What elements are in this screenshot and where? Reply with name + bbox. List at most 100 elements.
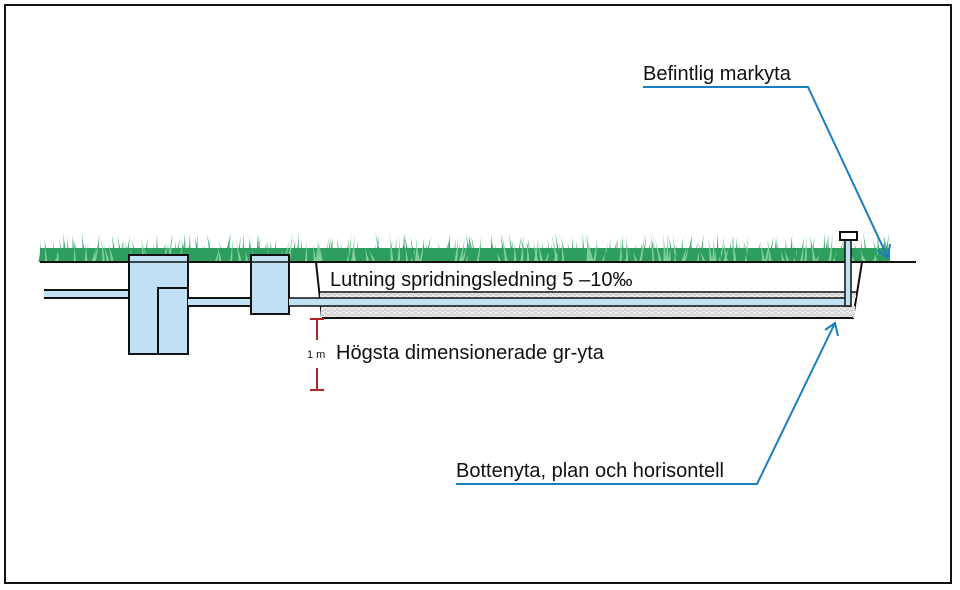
grass-blade xyxy=(331,246,339,262)
grass-blade xyxy=(532,238,539,262)
bottom-label: Bottenyta, plan och horisontell xyxy=(456,460,724,482)
grass-blade xyxy=(368,249,376,262)
grass-blade xyxy=(515,236,521,262)
grass-blade xyxy=(364,247,370,262)
grass-blade xyxy=(773,237,777,262)
slope-label: Lutning spridningsledning 5 –10‰ xyxy=(330,269,632,291)
grass-blade xyxy=(421,238,425,262)
grass-blade xyxy=(816,247,823,262)
grass-blade xyxy=(560,236,568,262)
grass-blade xyxy=(864,248,871,262)
septic-tank xyxy=(128,254,189,355)
grass-blade xyxy=(573,247,579,262)
grass-blade xyxy=(73,238,79,262)
grass-blade xyxy=(337,237,341,262)
grass-blade xyxy=(570,236,574,262)
grass-blade xyxy=(117,235,123,262)
grass-blade xyxy=(859,239,863,262)
grass-blade xyxy=(711,235,715,262)
grass-blade xyxy=(753,241,761,262)
grass-blade xyxy=(89,247,94,262)
grass-blade xyxy=(476,235,482,262)
grass-blade xyxy=(735,236,739,262)
grass-blade xyxy=(463,237,471,262)
grass-blade xyxy=(471,236,478,262)
grass-blade xyxy=(775,236,779,262)
grass-blade xyxy=(597,244,603,262)
grass-blade xyxy=(410,236,416,262)
grass-blade xyxy=(235,240,242,262)
grass-blade xyxy=(608,238,612,262)
grass-blade xyxy=(397,236,401,262)
grass-blade xyxy=(614,251,618,262)
grass-blade xyxy=(689,249,693,262)
grass-blade xyxy=(621,234,625,262)
grass-blade xyxy=(240,232,244,262)
bottom-arrow xyxy=(456,321,839,485)
grass-blade xyxy=(799,242,804,262)
grass-blade xyxy=(823,237,828,262)
grass-blade xyxy=(225,250,231,262)
grass-blade xyxy=(38,242,42,262)
grass-blade xyxy=(592,238,598,262)
grass-blade xyxy=(454,236,459,262)
grass-blade xyxy=(458,236,466,262)
grass-blade xyxy=(828,233,833,262)
grass-blade xyxy=(678,236,684,262)
grass-blade xyxy=(415,240,420,262)
grass-blade xyxy=(672,249,680,262)
grass-blade xyxy=(74,242,82,262)
grass-blade xyxy=(306,249,313,262)
grass-blade xyxy=(757,248,761,262)
grass-blade xyxy=(264,242,271,262)
grass-blade xyxy=(585,233,592,262)
grass-blade xyxy=(468,233,475,262)
grass-blade xyxy=(774,250,781,262)
grass-blade xyxy=(705,246,711,262)
grass-blade xyxy=(713,249,717,262)
grass-blade xyxy=(667,246,671,262)
grass-blade xyxy=(830,248,834,262)
distance-label: 1 m xyxy=(307,349,325,361)
grass-blade xyxy=(841,236,845,262)
grass-blade xyxy=(716,232,720,262)
grass-blade xyxy=(301,250,306,262)
grass-blade xyxy=(389,233,394,262)
grass-blade xyxy=(198,250,205,262)
grass-blade xyxy=(437,241,445,262)
grass-blade xyxy=(431,245,438,262)
grass-blade xyxy=(368,247,373,262)
grass-blade xyxy=(874,232,879,262)
grass-blade xyxy=(219,242,225,262)
grass-blade xyxy=(567,242,572,262)
grass-blade xyxy=(784,249,790,262)
grass-blade xyxy=(731,233,737,262)
grass-blade xyxy=(425,242,429,262)
grass-blade xyxy=(513,241,517,262)
grass-blade xyxy=(826,233,830,262)
grass-blade xyxy=(619,237,623,262)
grass-blade xyxy=(699,249,706,262)
grass-blade xyxy=(124,242,132,262)
grass-blade xyxy=(103,243,110,262)
grass-blade xyxy=(652,241,660,262)
grass-blade xyxy=(427,247,434,262)
grass-blade xyxy=(433,248,440,262)
grass-blade xyxy=(856,247,860,262)
grass-blade xyxy=(298,238,303,262)
grass-blade xyxy=(51,240,55,262)
grass-blade xyxy=(790,242,794,262)
grass-blade xyxy=(399,232,406,262)
grass-blade xyxy=(595,245,599,262)
grass-blade xyxy=(181,238,187,262)
grass-blade xyxy=(718,249,724,262)
grass-blade xyxy=(630,243,637,262)
grass-blade xyxy=(863,232,869,262)
grass-blade xyxy=(201,245,209,262)
grass-blade xyxy=(643,250,651,262)
grass-blade xyxy=(40,247,44,262)
grass-blade xyxy=(837,239,844,262)
grass-blade xyxy=(91,246,96,262)
grass-blade xyxy=(64,241,68,262)
